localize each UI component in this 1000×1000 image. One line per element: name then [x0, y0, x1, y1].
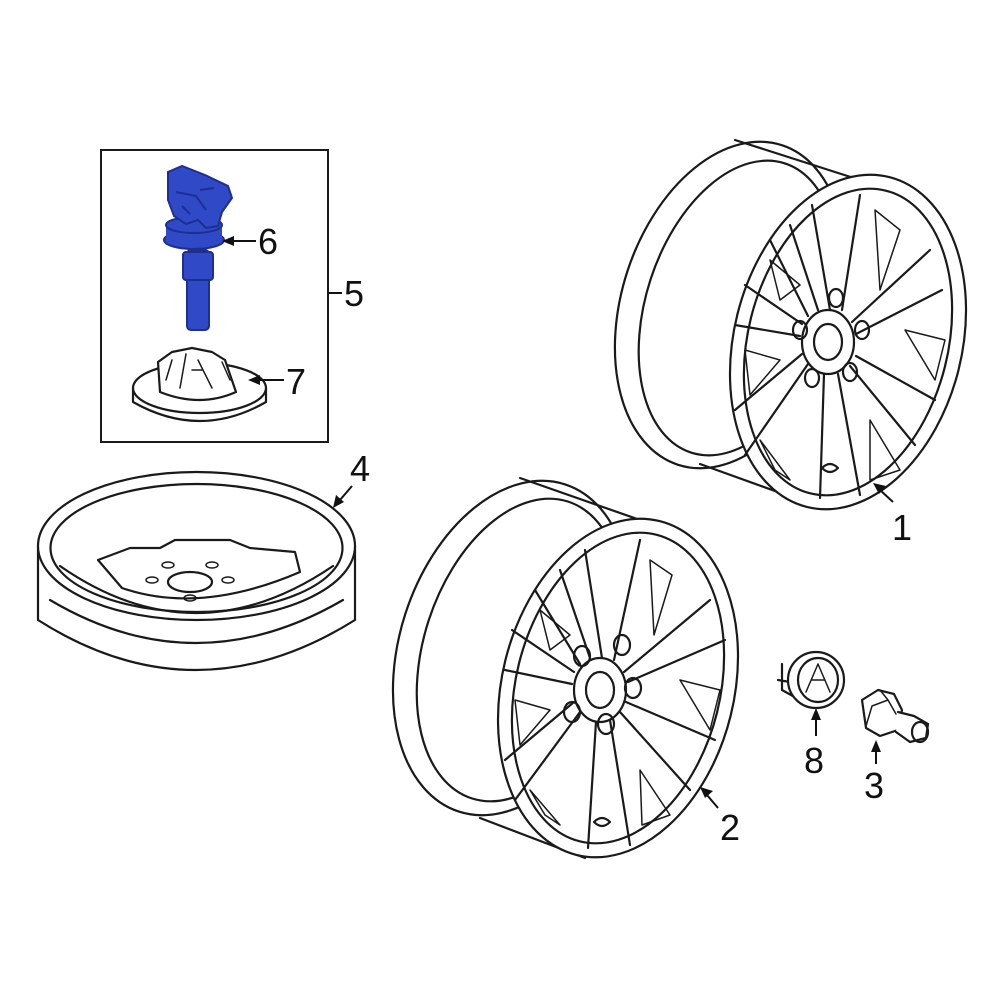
tpms-grommet[interactable] [131, 346, 268, 422]
callout-8: 8 [804, 740, 824, 781]
spare-hub [166, 570, 214, 594]
wheel2-hub [572, 656, 628, 724]
lugnut-hex-edges [865, 689, 897, 727]
tpms-sensor[interactable] [163, 164, 234, 331]
wheel1-face-inner [742, 187, 954, 497]
callout-labels: 6 5 7 4 1 2 8 3 [258, 221, 912, 848]
wheel2-spokes [503, 538, 727, 850]
spare-drop-center [48, 598, 345, 644]
wheel1-hub-bore [812, 322, 844, 362]
cap-logo [805, 663, 831, 693]
callout-2: 2 [720, 807, 740, 848]
arrowhead-4 [333, 495, 344, 508]
callout-6: 6 [258, 221, 278, 262]
spare-lug-e [183, 594, 197, 602]
wheel2-lug-hole-a [612, 633, 632, 657]
wheel2-spoke-windows [514, 559, 721, 826]
wheel1-spoke-windows [744, 209, 946, 481]
tpms-kit-inset [100, 149, 329, 443]
center-cap[interactable] [776, 650, 846, 710]
sensor-head [167, 164, 234, 230]
spare-wheel[interactable] [36, 470, 357, 671]
grommet-cone-detail [165, 353, 231, 389]
wheel-front[interactable] [575, 112, 999, 535]
arrow-4 [339, 485, 353, 501]
callout-1: 1 [892, 507, 912, 548]
spare-lug-b [161, 561, 175, 569]
wheel2-lug-hole-c [596, 712, 616, 736]
arrowhead-1 [873, 483, 886, 494]
cap-face [796, 656, 840, 704]
wheel1-valve-hole [820, 462, 840, 474]
wheel2-valve-hole [592, 816, 612, 828]
spare-lug-a [145, 576, 159, 584]
arrowhead-7 [248, 375, 260, 385]
callout-5: 5 [344, 273, 364, 314]
wheel2-face-inner [510, 531, 726, 845]
wheel1-spokes [733, 193, 944, 500]
wheel1-lug-hole-e [791, 319, 809, 341]
wheel2-lug-hole-b [623, 676, 643, 700]
sensor-head-detail [175, 187, 215, 215]
arrowhead-6 [222, 236, 234, 246]
arrowhead-2 [700, 787, 713, 798]
wheel-rear[interactable] [352, 450, 772, 883]
inset-frame [100, 149, 329, 443]
sensor-stem-collar [182, 251, 214, 281]
callout-3: 3 [864, 765, 884, 806]
wheel1-lug-hole-b [853, 319, 871, 341]
arrow-2 [706, 794, 719, 809]
lugnut-seat-end [910, 720, 930, 744]
grommet-cone [156, 346, 238, 402]
spare-lug-c [205, 561, 219, 569]
spare-flange [58, 564, 335, 615]
lug-nut[interactable] [860, 688, 930, 744]
callout-4: 4 [350, 448, 370, 489]
wheel1-hub [800, 308, 856, 376]
arrowhead-3 [871, 740, 881, 752]
wheel1-lug-hole-d [803, 367, 821, 389]
spare-disc [96, 538, 302, 600]
wheel2-hub-bore [584, 670, 616, 710]
arrow-1 [879, 489, 894, 503]
spare-lug-d [221, 576, 235, 584]
wheel1-lug-hole-c [841, 361, 859, 383]
callout-arrows [222, 236, 894, 809]
arrowhead-8 [811, 708, 821, 720]
callout-7: 7 [286, 361, 306, 402]
